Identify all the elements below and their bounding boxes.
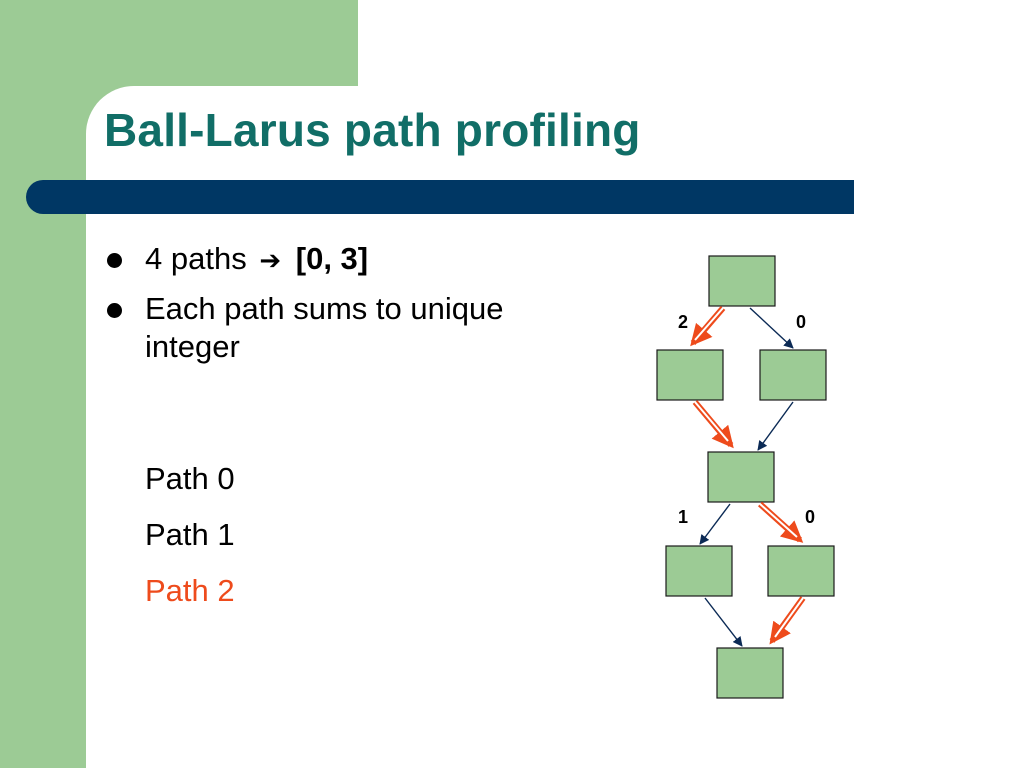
edge-entry-to-right bbox=[749, 307, 794, 349]
node-middle bbox=[707, 451, 775, 503]
bullet-dot-icon bbox=[107, 303, 122, 318]
bullet-list: 4 paths ➔ [0, 3] Each path sums to uniqu… bbox=[105, 240, 525, 376]
path-profiling-diagram: 2 0 1 0 bbox=[656, 255, 835, 699]
title-underline-bar bbox=[26, 180, 854, 214]
bullet-range-text: [0, 3] bbox=[295, 241, 369, 276]
path-item-0: Path 0 bbox=[145, 461, 235, 496]
path-item-1: Path 1 bbox=[145, 517, 235, 552]
node-entry bbox=[708, 255, 776, 307]
node-right-2 bbox=[767, 545, 835, 597]
slide-title: Ball-Larus path profiling bbox=[104, 104, 641, 156]
node-left-1 bbox=[656, 349, 724, 401]
node-right-1 bbox=[759, 349, 827, 401]
bullet-item-paths: 4 paths ➔ [0, 3] bbox=[105, 240, 525, 280]
highlight-edge-entry-to-left bbox=[690, 306, 726, 347]
bullet-item-unique: Each path sums to unique integer bbox=[105, 290, 525, 366]
edge-left2-to-exit bbox=[704, 597, 743, 647]
edge-right-to-middle bbox=[757, 401, 794, 451]
edge-label-top-right: 0 bbox=[796, 312, 806, 332]
node-left-2 bbox=[665, 545, 733, 597]
path-list: Path 0 Path 1 Path 2 bbox=[145, 460, 235, 628]
highlight-edge-right2-to-exit bbox=[769, 596, 806, 645]
highlight-edge-left-to-middle bbox=[692, 400, 734, 449]
bullet-dot-icon bbox=[107, 253, 122, 268]
bullet-unique-text: Each path sums to unique integer bbox=[145, 291, 504, 364]
right-arrow-icon: ➔ bbox=[259, 246, 282, 276]
node-exit bbox=[716, 647, 784, 699]
edge-label-top-left: 2 bbox=[678, 312, 688, 332]
edge-label-mid-right: 0 bbox=[805, 507, 815, 527]
path-item-2-highlighted: Path 2 bbox=[145, 573, 235, 608]
edge-middle-to-left2 bbox=[699, 503, 731, 545]
highlight-edge-middle-to-right2 bbox=[757, 501, 804, 543]
edge-label-mid-left: 1 bbox=[678, 507, 688, 527]
bullet-paths-text: 4 paths bbox=[145, 241, 247, 276]
